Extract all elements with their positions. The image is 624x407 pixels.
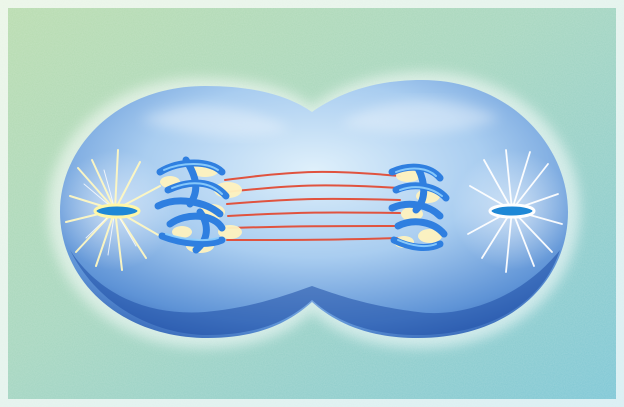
- right-centrosome: [490, 205, 534, 217]
- left-centrosome: [95, 205, 139, 217]
